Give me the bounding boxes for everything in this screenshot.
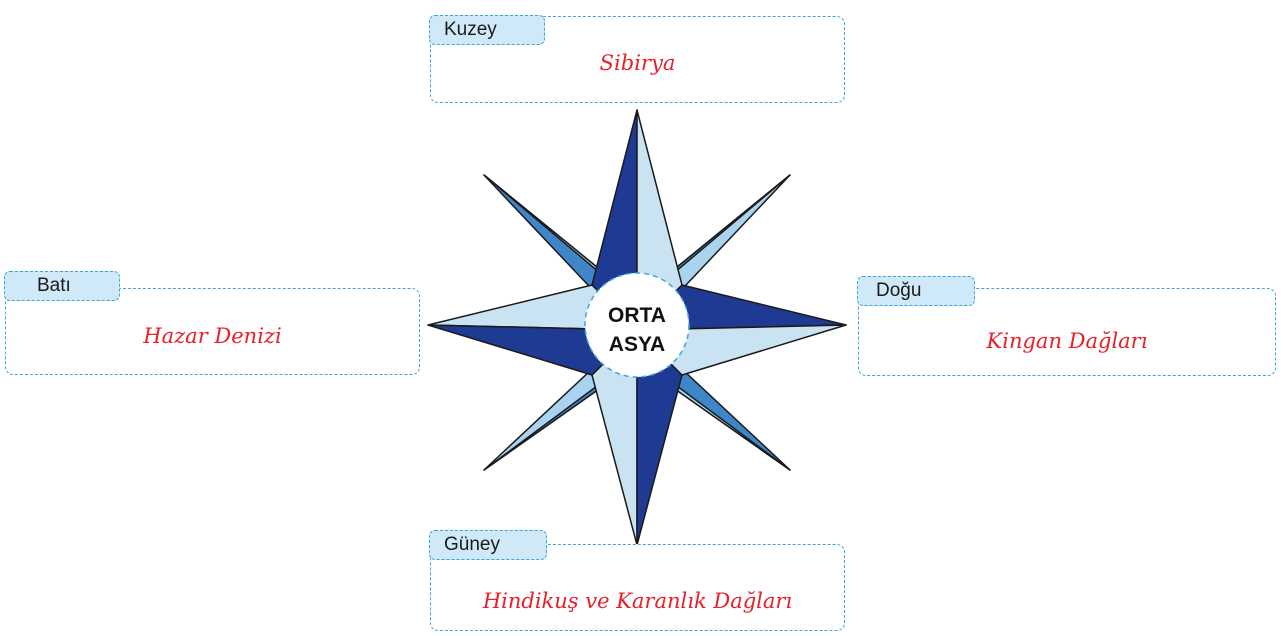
center-label: ORTA ASYA [587, 280, 687, 380]
center-label-line2: ASYA [609, 330, 665, 359]
east-answer: Kingan Dağları [859, 329, 1275, 353]
west-label-tag: Batı [4, 271, 120, 301]
south-answer: Hindikuş ve Karanlık Dağları [431, 589, 844, 613]
south-label-tag: Güney [429, 530, 547, 560]
north-label-tag: Kuzey [429, 15, 545, 45]
east-label-tag: Doğu [857, 276, 975, 306]
north-box: Kuzey Sibirya [430, 16, 845, 103]
north-answer: Sibirya [431, 51, 844, 75]
center-label-line1: ORTA [608, 301, 666, 330]
east-box: Doğu Kingan Dağları [858, 288, 1276, 376]
west-box: Batı Hazar Denizi [5, 288, 420, 375]
west-answer: Hazar Denizi [6, 324, 419, 348]
south-box: Güney Hindikuş ve Karanlık Dağları [430, 544, 845, 631]
